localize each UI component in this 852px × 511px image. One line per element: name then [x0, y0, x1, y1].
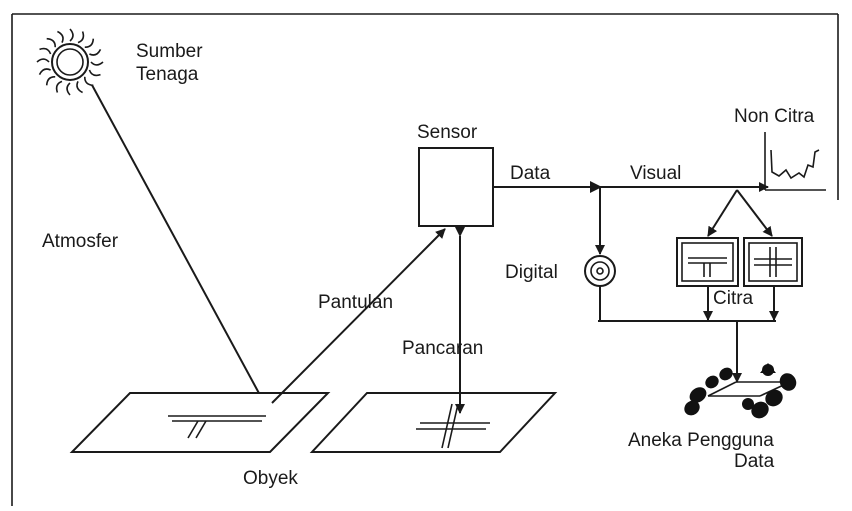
object-plate-right [309, 392, 558, 453]
digital-disk-icon [584, 255, 616, 287]
data-arrowhead [590, 181, 602, 193]
sun-icon [36, 28, 104, 96]
sun-ray [77, 31, 85, 44]
visual-label: Visual [630, 163, 681, 184]
sun-ray [57, 30, 64, 43]
non-image-graph [764, 132, 826, 191]
sensor-box [418, 147, 494, 227]
non-image-label: Non Citra [734, 106, 815, 127]
incoming-ray-arrow [91, 84, 268, 409]
sun-ray [90, 61, 104, 66]
sun-ray [89, 49, 102, 56]
sun-ray [36, 58, 50, 63]
diagram-frame [11, 13, 839, 506]
data-users-icon [684, 363, 797, 419]
atmosphere-label: Atmosfer [42, 231, 119, 252]
data-label: Data [510, 163, 551, 184]
object-plate-left [69, 392, 331, 453]
sun-ray [46, 37, 57, 48]
digital-label: Digital [505, 262, 558, 283]
emission-label: Pancaran [402, 338, 483, 359]
sun-ray [38, 68, 51, 75]
source-label-2: Tenaga [136, 64, 199, 85]
sun-ray [84, 38, 95, 49]
object-label: Obyek [243, 468, 298, 489]
sun-ray [83, 76, 94, 87]
image-branch-arrow-right [736, 189, 773, 237]
sun-ray [69, 28, 74, 42]
sun-ray [76, 81, 83, 94]
reflection-arrow [271, 228, 446, 404]
sun-ray [55, 80, 63, 93]
reflection-label: Pantulan [318, 292, 393, 313]
sun-ray [39, 47, 52, 55]
users-label-2: Data [734, 451, 775, 472]
image-branch-arrow-left [707, 189, 738, 237]
sun-ray [88, 69, 101, 77]
sun-ray [45, 75, 56, 86]
sun-ray [66, 82, 71, 96]
image-panel-left [676, 237, 739, 287]
image-panel-right [743, 237, 803, 287]
image-label: Citra [713, 288, 754, 309]
sensor-label: Sensor [417, 122, 478, 143]
users-label: Aneka Pengguna [628, 430, 774, 451]
source-label: Sumber [136, 41, 203, 62]
